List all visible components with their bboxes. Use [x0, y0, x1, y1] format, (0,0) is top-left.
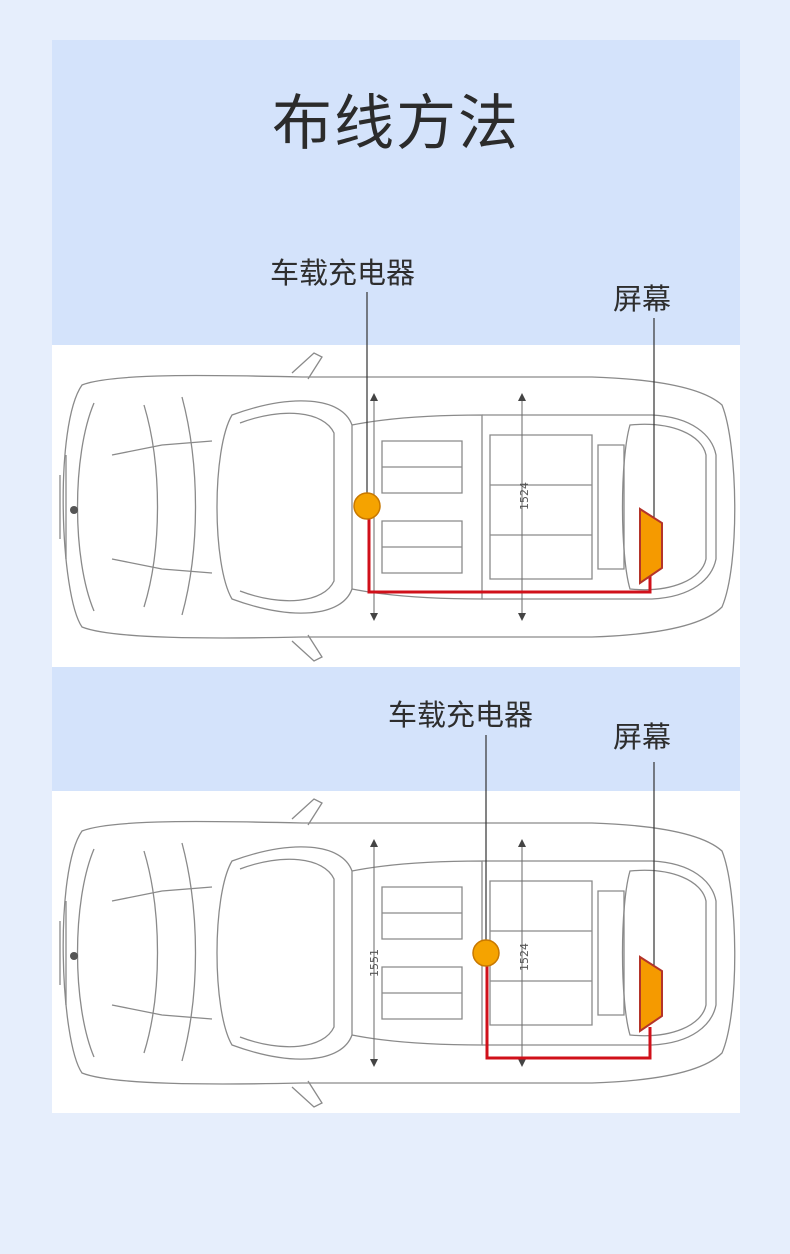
header-panel	[52, 40, 740, 345]
charger-label: 车载充电器	[388, 698, 534, 732]
page-title: 布线方法	[272, 89, 520, 159]
logo-icon	[70, 952, 78, 960]
car-top-view-drawing: 1551 1524	[59, 798, 736, 1108]
dimension-label: 1524	[518, 482, 531, 510]
middle-panel	[52, 667, 740, 791]
car-diagram-1: 1524	[52, 345, 740, 667]
screen-label: 屏幕	[613, 720, 672, 754]
dimension-label: 1524	[518, 943, 531, 971]
charger-label: 车载充电器	[270, 256, 416, 290]
car-diagram-2: 1551 1524	[52, 791, 740, 1113]
car-top-view-drawing: 1524	[59, 352, 736, 662]
dimension-label: 1551	[368, 949, 381, 977]
screen-label: 屏幕	[613, 282, 672, 316]
logo-icon	[70, 506, 78, 514]
